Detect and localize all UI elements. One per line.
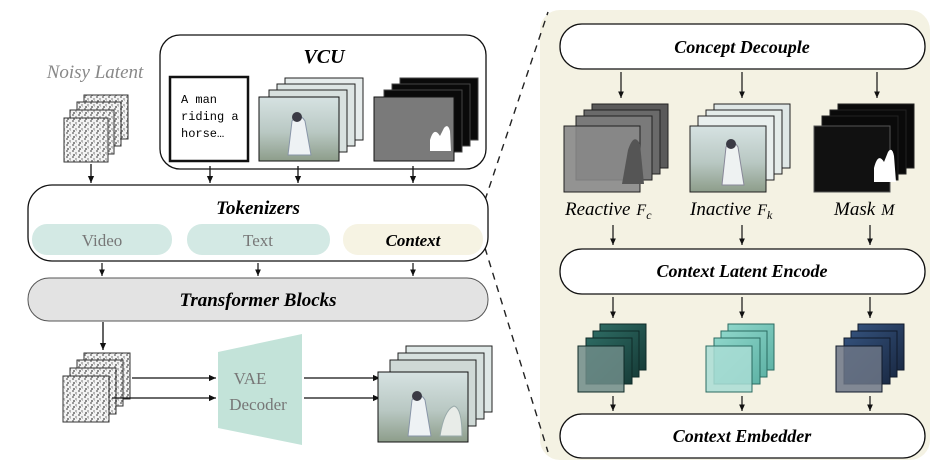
- zoom-line-top: [484, 11, 549, 201]
- vcu-title: VCU: [303, 46, 346, 68]
- concept-decouple-label: Concept Decouple: [674, 37, 809, 57]
- transformer-blocks-label: Transformer Blocks: [179, 290, 336, 311]
- inactive-frames: [689, 103, 791, 193]
- vae-decoder-shape: [218, 334, 302, 445]
- noisy-latent-label: Noisy Latent: [46, 62, 144, 83]
- text-prompt-line-2: riding a: [181, 110, 239, 124]
- text-prompt-card: [168, 75, 250, 163]
- concept-decouple-box: [559, 23, 926, 70]
- context-latent-encode-box: [559, 248, 926, 295]
- token-context-label: Context: [386, 231, 442, 250]
- token-text-pill: [187, 224, 330, 255]
- vae-label-line-1: VAE: [234, 369, 267, 388]
- reactive-latent-cube: [577, 323, 647, 393]
- zoom-line-bottom: [484, 247, 549, 453]
- context-embedder-box: [559, 413, 926, 459]
- tokenizers-title: Tokenizers: [216, 198, 300, 219]
- noisy-latent-cube: [63, 94, 129, 163]
- context-embedder-label: Context Embedder: [673, 426, 812, 446]
- text-prompt-line-1: A man: [181, 93, 217, 107]
- reactive-frames: [563, 103, 669, 193]
- token-context-pill: [343, 224, 483, 255]
- mask-latent-cube: [835, 323, 905, 393]
- reactive-silhouette: [622, 139, 644, 184]
- output-latent-cube: [62, 352, 131, 423]
- transformer-blocks-box: [27, 277, 489, 322]
- vcu-mask-frames: [373, 77, 479, 162]
- output-video-frames: [377, 345, 493, 443]
- token-video-pill: [32, 224, 172, 255]
- vcu-video-frames: [258, 77, 364, 162]
- vae-label-line-2: Decoder: [229, 395, 287, 414]
- mask-frames: [813, 103, 915, 193]
- token-video-label: Video: [82, 231, 123, 250]
- inactive-latent-cube: [705, 323, 775, 393]
- token-text-label: Text: [243, 231, 273, 250]
- context-latent-encode-label: Context Latent Encode: [657, 261, 828, 281]
- mask-silhouette: [874, 149, 896, 182]
- text-prompt-line-3: horse…: [181, 127, 224, 141]
